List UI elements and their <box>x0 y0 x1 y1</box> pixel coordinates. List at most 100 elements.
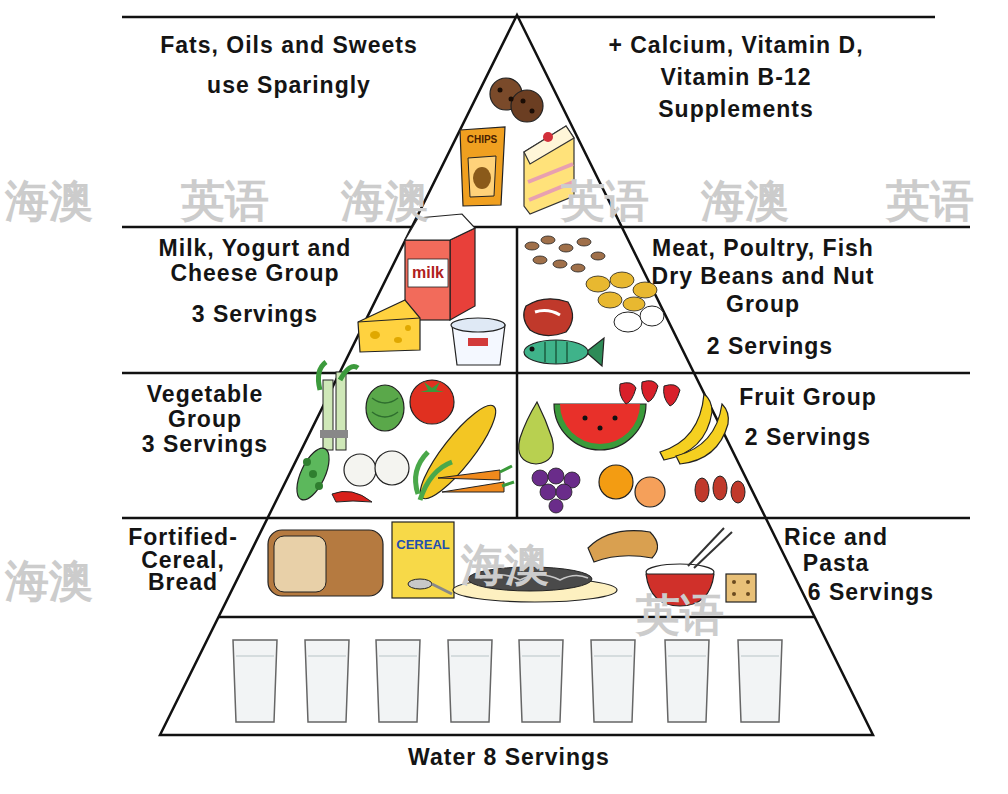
milk-carton <box>450 228 475 320</box>
leek <box>336 372 346 450</box>
cheese-wedge <box>358 300 420 352</box>
yogurt-cup <box>451 318 505 365</box>
garlic <box>344 454 376 486</box>
cookies <box>530 109 535 114</box>
cereal-box <box>408 579 432 589</box>
peas <box>315 482 323 490</box>
crackers <box>726 574 756 602</box>
band-lines <box>122 15 970 735</box>
water-glasses <box>451 655 489 656</box>
water-glasses <box>379 655 417 656</box>
cookies <box>509 97 514 102</box>
rice-bowl <box>688 528 724 566</box>
carrots <box>438 466 514 492</box>
watermelon <box>554 404 646 450</box>
water-glasses <box>519 640 563 722</box>
artichoke <box>366 385 404 431</box>
grapes <box>556 484 572 500</box>
package-label: milk <box>408 264 448 282</box>
group-label: Milk, Yogurt and Cheese Group <box>140 236 370 286</box>
orange-peach <box>599 465 665 507</box>
serving-count: 6 Servings <box>801 579 941 605</box>
steak <box>535 311 560 315</box>
water-glasses <box>236 655 779 656</box>
rice-bowl <box>694 532 732 568</box>
nuts <box>586 272 657 311</box>
pear <box>519 402 554 464</box>
bread-loaf <box>268 530 383 596</box>
water-glasses <box>376 640 420 722</box>
watermelon <box>583 416 588 421</box>
nuts <box>598 292 622 308</box>
band-lines <box>122 226 970 229</box>
watermark: 英语 <box>175 176 275 226</box>
watermark: 海澳 <box>695 176 795 226</box>
beans <box>533 256 547 264</box>
cookies <box>498 88 503 93</box>
beans <box>559 244 573 252</box>
fish <box>530 347 535 352</box>
water-glasses <box>448 640 492 722</box>
crackers <box>732 580 736 584</box>
group-label: Fortified- Cereal, Bread <box>123 526 243 594</box>
package-label: CHIPS <box>462 134 502 146</box>
watermelon <box>554 404 646 450</box>
corn <box>410 397 505 507</box>
water-glasses <box>305 640 349 722</box>
cereal-box <box>392 522 454 598</box>
beans <box>525 242 539 250</box>
serving-count: 3 Servings <box>165 301 345 327</box>
orange-peach <box>599 465 633 499</box>
group-label: Meat, Poultry, Fish Dry Beans and Nut Gr… <box>648 234 878 318</box>
garlic <box>375 451 409 485</box>
dates <box>713 476 727 500</box>
bananas <box>660 394 728 464</box>
chips-bag <box>460 127 505 206</box>
beans <box>553 260 567 268</box>
watermark: 海澳 <box>335 176 435 226</box>
cheese-wedge <box>370 331 380 339</box>
milk-carton <box>408 259 448 287</box>
water-glasses <box>233 640 277 722</box>
dates <box>695 476 745 503</box>
nuts <box>623 297 645 311</box>
water-glasses <box>236 655 274 656</box>
carrots <box>500 466 514 486</box>
food-group-band: Meat, Poultry, Fish Dry Beans and Nut Gr… <box>517 227 970 373</box>
watermark: 英语 <box>880 176 980 226</box>
group-label: Rice and Pasta <box>771 524 901 576</box>
cake-slice <box>524 126 574 164</box>
watermark: 海澳 <box>0 556 99 606</box>
serving-count: 2 Servings <box>680 332 860 360</box>
chips-bag <box>473 167 491 189</box>
watermelon <box>560 404 640 444</box>
tomato <box>410 380 454 424</box>
strawberries <box>620 383 636 404</box>
cheese-wedge <box>405 325 411 331</box>
dates <box>731 481 745 503</box>
leek <box>318 362 358 390</box>
water-glasses <box>233 640 782 722</box>
band-lines <box>122 372 970 375</box>
watermelon <box>598 426 603 431</box>
crackers <box>726 574 756 602</box>
bread-loaf <box>268 530 383 596</box>
package-label: CEREAL <box>393 537 453 552</box>
band-lines <box>160 15 873 735</box>
cheese-wedge <box>358 318 420 322</box>
fish <box>524 338 604 366</box>
watermelon <box>613 416 618 421</box>
beans <box>591 252 605 260</box>
band-lines <box>122 517 970 520</box>
beans <box>577 238 591 246</box>
bread-loaf <box>274 536 326 592</box>
leek <box>323 380 333 450</box>
garlic <box>344 451 409 486</box>
peas <box>303 458 311 466</box>
cereal-box <box>392 522 454 598</box>
corn <box>410 397 505 507</box>
grapes <box>532 470 548 486</box>
watermark: 英语 <box>630 590 730 640</box>
watermark: 海澳 <box>0 176 99 226</box>
